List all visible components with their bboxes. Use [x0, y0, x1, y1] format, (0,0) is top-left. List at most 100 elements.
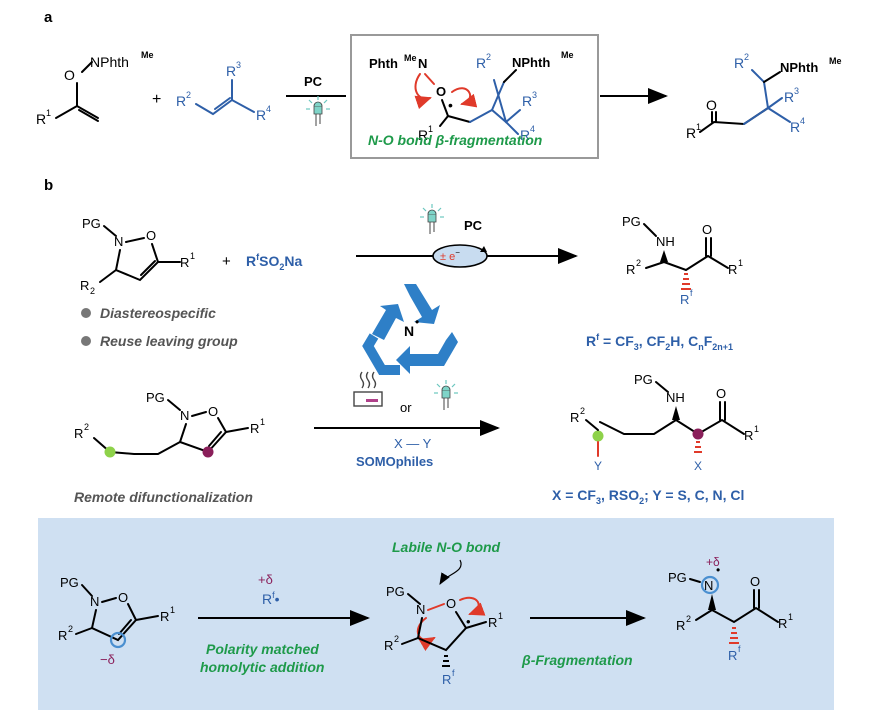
svg-text:R: R: [728, 262, 737, 277]
panel-a-reactant-alkene: R 2 R 3 R 4: [176, 60, 271, 123]
svg-text:3: 3: [236, 60, 241, 70]
svg-text:R: R: [384, 638, 393, 653]
svg-text:3: 3: [532, 90, 537, 100]
svg-text:2: 2: [686, 614, 691, 624]
labile-pointer: [439, 559, 462, 586]
svg-text:R: R: [256, 107, 266, 123]
svg-text:O: O: [716, 386, 726, 401]
svg-text:R: R: [250, 421, 259, 436]
plus-b: +: [222, 253, 231, 270]
svg-text:Me: Me: [561, 50, 574, 60]
rf-radical: Rf•: [262, 590, 280, 607]
svg-text:•: •: [415, 315, 419, 329]
panel-a-label: a: [44, 9, 53, 26]
svg-text:4: 4: [266, 104, 271, 114]
panel-b-top-substrate: PG N O R 1 R 2: [80, 216, 195, 296]
labile-label: Labile N-O bond: [392, 539, 501, 555]
svg-text:PG: PG: [82, 216, 101, 231]
svg-text:R: R: [476, 55, 486, 71]
svg-text:PG: PG: [60, 575, 79, 590]
mechanism-intermediate: PG N O • R 1 R 2 R f: [384, 584, 503, 687]
svg-text:PG: PG: [634, 372, 653, 387]
svg-text:4: 4: [800, 116, 805, 126]
svg-text:2: 2: [636, 258, 641, 268]
svg-text:Y: Y: [594, 459, 602, 473]
arrow-b2-somo: SOMOphiles: [356, 454, 433, 469]
svg-text:Me: Me: [404, 53, 417, 63]
arrow-b2-xy: X — Y: [394, 436, 432, 451]
svg-text:X: X: [694, 459, 702, 473]
svg-text:4: 4: [530, 124, 535, 134]
svg-text:Me: Me: [141, 50, 154, 60]
svg-text:R: R: [734, 55, 744, 71]
svg-text:Me: Me: [829, 56, 842, 66]
arrow-c1-caption-1: Polarity matched: [206, 641, 319, 657]
svg-text:1: 1: [46, 108, 51, 118]
svg-text:2: 2: [90, 286, 95, 296]
svg-text:N: N: [418, 56, 427, 71]
svg-text:NH: NH: [666, 390, 685, 405]
svg-text:R: R: [180, 255, 189, 270]
svg-text:−δ: −δ: [100, 652, 115, 667]
panel-b-mid-product: PG NH O R 1 X Y R 2: [570, 372, 759, 473]
rfso2na: RfSO2Na: [246, 252, 302, 272]
svg-text:N: N: [416, 602, 425, 617]
svg-text:•: •: [716, 563, 720, 577]
panel-b-label: b: [44, 177, 53, 194]
svg-text:NPhth: NPhth: [512, 55, 550, 70]
heating-plate-icon: [353, 371, 383, 407]
svg-text:1: 1: [754, 424, 759, 434]
svg-text:N: N: [704, 578, 713, 593]
svg-text:R: R: [522, 93, 532, 109]
svg-text:R: R: [442, 672, 451, 687]
svg-text:PG: PG: [622, 214, 641, 229]
svg-text:2: 2: [84, 422, 89, 432]
mechanism-substrate: PG N O R 1 R 2 −δ: [58, 575, 175, 667]
svg-text:R: R: [80, 278, 89, 293]
svg-text:NH: NH: [656, 234, 675, 249]
svg-text:NPhth: NPhth: [90, 54, 129, 70]
svg-text:R: R: [570, 410, 579, 425]
recycle-triangle-icon: N •: [362, 284, 458, 375]
rf-scope: Rf = CF3, CF2H, CnF2n+1: [586, 332, 733, 352]
svg-text:R: R: [778, 616, 787, 631]
fragmentation-caption: N-O bond β-fragmentation: [368, 132, 542, 148]
svg-text:O: O: [706, 97, 717, 113]
svg-text:PG: PG: [668, 570, 687, 585]
svg-text:O: O: [446, 596, 456, 611]
svg-text:Phth: Phth: [369, 56, 398, 71]
xy-scope: X = CF3, RSO2; Y = S, C, N, Cl: [552, 487, 744, 506]
svg-text:1: 1: [788, 612, 793, 622]
svg-text:f: f: [738, 644, 741, 654]
svg-text:1: 1: [190, 251, 195, 261]
svg-text:O: O: [146, 228, 156, 243]
panel-b-top-product: PG NH R 2 O R 1 R f: [622, 214, 743, 307]
svg-text:R: R: [226, 63, 236, 79]
led-lamp-icon: [306, 96, 330, 126]
svg-text:3: 3: [794, 86, 799, 96]
svg-text:N: N: [114, 234, 123, 249]
svg-text:R: R: [686, 125, 696, 141]
arrow-b1-label: PC: [464, 218, 483, 233]
svg-text:2: 2: [744, 52, 749, 62]
svg-text:R: R: [488, 615, 497, 630]
electron-cycle-icon: ± e−: [432, 244, 488, 268]
panel-a-intermediate-box: Phth Me N O • R 1 R 2 NPhth Me R 3 R 4 N…: [350, 34, 599, 159]
svg-text:2: 2: [486, 52, 491, 62]
svg-text:R: R: [680, 292, 689, 307]
svg-text:1: 1: [738, 258, 743, 268]
svg-text:R: R: [676, 618, 685, 633]
svg-text:2: 2: [394, 634, 399, 644]
radical-delta: +δ: [258, 572, 273, 587]
svg-text:O: O: [702, 222, 712, 237]
svg-text:PG: PG: [386, 584, 405, 599]
svg-text:2: 2: [186, 90, 191, 100]
svg-text:R: R: [74, 426, 83, 441]
svg-text:Diastereospecific: Diastereospecific: [100, 305, 216, 321]
svg-text:O: O: [436, 84, 446, 99]
panel-a-reactant-enol: O NPhth Me R 1: [36, 50, 154, 127]
svg-text:Reuse leaving group: Reuse leaving group: [100, 333, 238, 349]
svg-text:N: N: [404, 323, 414, 339]
arrow-c1-caption-2: homolytic addition: [200, 659, 324, 675]
svg-text:2: 2: [580, 406, 585, 416]
